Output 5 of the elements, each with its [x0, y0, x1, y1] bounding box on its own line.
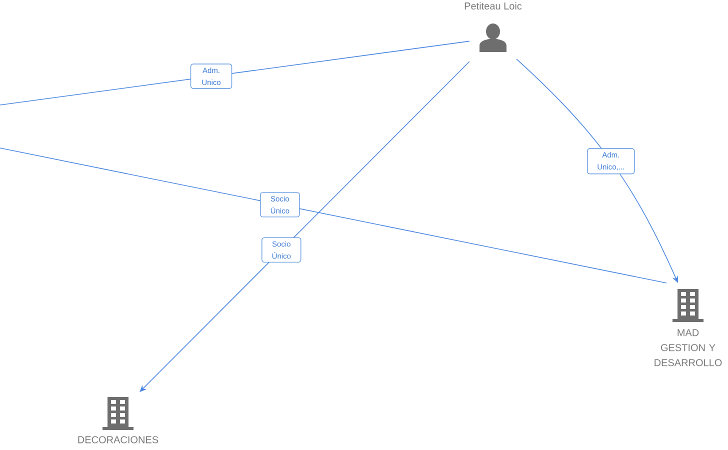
connector-line	[0, 148, 667, 284]
company-name: DECORACIONES	[78, 436, 158, 444]
connector-line	[0, 40, 470, 106]
person-name: Petiteau Loic	[464, 2, 522, 10]
company-name: MAD GESTION Y DESARROLLO	[654, 329, 722, 366]
